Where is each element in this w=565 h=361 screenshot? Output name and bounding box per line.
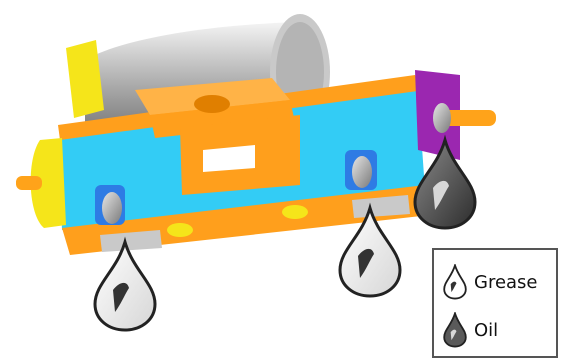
grease-drop-icon [442,264,468,300]
center-housing [180,115,300,195]
right-axle-hub [433,103,451,133]
left-shaft [16,176,42,190]
legend-label-oil: Oil [474,320,498,341]
oil-drop-icon [415,140,475,228]
grease-drop-icon [95,242,155,330]
legend-item-oil: Oil [442,310,498,350]
legend-item-grease: Grease [442,262,538,302]
motor-end-cap [66,40,104,118]
legend-box: Grease Oil [432,248,558,358]
oil-drop-icon [442,312,468,348]
legend-label-grease: Grease [474,272,538,293]
